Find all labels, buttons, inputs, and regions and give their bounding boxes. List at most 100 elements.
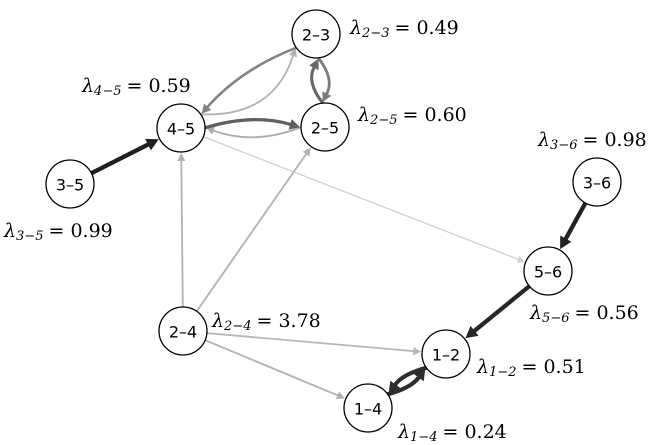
edge-arrowhead xyxy=(322,91,332,103)
edge-line xyxy=(204,339,339,397)
rate-label-2-5: λ2−5= 0.60 xyxy=(357,104,467,128)
rate-symbol: λ xyxy=(537,129,550,151)
edge-arrowhead xyxy=(309,58,319,71)
edge-4-5-to-2-3 xyxy=(199,48,297,116)
edge-2-4-to-4-5 xyxy=(177,153,186,308)
edge-arrowhead xyxy=(145,138,159,151)
edge-3-6-to-5-6 xyxy=(560,200,588,250)
node-2-5: 2–5 xyxy=(300,102,350,152)
rate-value: = 0.49 xyxy=(394,17,458,39)
rate-subscript: 3−5 xyxy=(16,229,43,244)
node-circle xyxy=(572,157,622,207)
edge-arrowhead xyxy=(412,347,422,356)
rate-subscript: 1−4 xyxy=(410,430,437,445)
edge-line xyxy=(310,66,325,105)
edge-arrowhead xyxy=(289,48,297,58)
edge-2-5-to-4-5 xyxy=(206,126,302,139)
rate-label-3-6: λ3−6 = 0.98 xyxy=(537,129,647,153)
edge-1-2-to-1-4 xyxy=(388,365,429,394)
edge-line xyxy=(472,283,532,333)
edge-line xyxy=(199,54,294,116)
rate-symbol: λ xyxy=(357,104,370,126)
edge-line xyxy=(206,46,298,109)
edge-line xyxy=(195,153,308,313)
edge-2-5-to-2-3 xyxy=(309,58,325,105)
edge-2-3-to-2-5 xyxy=(316,56,332,103)
rate-label-4-5: λ4−5 = 0.59 xyxy=(81,75,191,99)
edge-2-3-to-4-5 xyxy=(201,46,298,114)
node-circle xyxy=(156,103,206,153)
edge-arrowhead xyxy=(302,147,311,157)
edge-arrowhead xyxy=(388,380,401,394)
rate-value: = 0.51 xyxy=(521,356,585,378)
node-circle xyxy=(291,9,341,59)
edge-arrowhead xyxy=(201,103,212,114)
rate-symbol: λ xyxy=(476,356,489,378)
edge-layer xyxy=(89,46,588,400)
rate-value: = 0.98 xyxy=(582,129,646,151)
edge-line xyxy=(212,126,302,139)
edge-arrowhead xyxy=(206,126,215,135)
rate-symbol: λ xyxy=(3,220,16,242)
edge-arrowhead xyxy=(336,391,345,400)
rate-symbol: λ xyxy=(81,75,94,97)
node-circle xyxy=(421,329,471,379)
rate-symbol: λ xyxy=(349,17,362,39)
edge-line xyxy=(203,118,292,130)
rate-value: = 0.99 xyxy=(48,220,112,242)
edge-arrowhead xyxy=(516,255,525,263)
node-2-3: 2–3 xyxy=(291,9,341,59)
node-label: 2–4 xyxy=(169,323,197,342)
edge-2-4-to-1-4 xyxy=(204,339,345,400)
rate-label-1-4: λ1−4= 0.24 xyxy=(397,421,507,445)
rate-label-3-5: λ3−5 = 0.99 xyxy=(3,220,113,244)
rate-value: = 0.56 xyxy=(574,302,638,324)
node-5-6: 5–6 xyxy=(523,246,573,296)
node-circle xyxy=(45,159,95,209)
node-circle xyxy=(523,246,573,296)
edge-3-5-to-4-5 xyxy=(89,138,159,176)
rate-subscript: 2−3 xyxy=(361,26,389,41)
edge-line xyxy=(180,160,184,308)
rate-label-2-3: λ2−3 = 0.49 xyxy=(349,17,459,41)
edge-4-5-to-5-6 xyxy=(202,136,525,263)
rate-symbol: λ xyxy=(529,302,542,324)
edge-arrowhead xyxy=(177,153,186,161)
node-2-4: 2–4 xyxy=(158,306,208,356)
node-circle xyxy=(158,306,208,356)
node-layer: 2–3 4–5 2–5 3–5 3–6 5–6 2–4 1–2 1–4 xyxy=(45,9,622,433)
edge-arrowhead xyxy=(465,325,479,339)
rate-value: = 0.24 xyxy=(442,421,506,443)
rate-value: = 0.59 xyxy=(126,75,190,97)
node-label: 3–5 xyxy=(56,176,84,195)
node-label: 5–6 xyxy=(534,263,562,282)
node-label: 1–4 xyxy=(354,400,382,419)
edge-line xyxy=(316,56,331,95)
edge-2-4-to-1-2 xyxy=(206,332,422,356)
edge-1-4-to-1-2 xyxy=(385,368,426,397)
node-label: 4–5 xyxy=(167,120,195,139)
node-label: 2–3 xyxy=(302,26,330,45)
node-4-5: 4–5 xyxy=(156,103,206,153)
node-label: 2–5 xyxy=(311,119,339,138)
rate-subscript: 1−2 xyxy=(489,365,516,380)
edge-line xyxy=(563,200,588,241)
edge-2-4-to-2-5 xyxy=(195,147,311,313)
rate-symbol: λ xyxy=(211,310,224,332)
node-circle xyxy=(343,383,393,433)
rate-subscript: 4−5 xyxy=(93,84,121,99)
node-circle xyxy=(300,102,350,152)
edge-line xyxy=(202,136,519,260)
edge-line xyxy=(89,142,151,176)
rate-subscript: 3−6 xyxy=(550,138,577,153)
edge-line xyxy=(385,375,421,397)
node-1-4: 1–4 xyxy=(343,383,393,433)
node-label: 1–2 xyxy=(432,346,460,365)
edge-arrowhead xyxy=(413,368,426,382)
node-label: 3–6 xyxy=(583,174,611,193)
edge-4-5-to-2-5 xyxy=(203,118,300,130)
rate-value: = 3.78 xyxy=(256,310,320,332)
edge-5-6-to-1-2 xyxy=(465,283,532,339)
